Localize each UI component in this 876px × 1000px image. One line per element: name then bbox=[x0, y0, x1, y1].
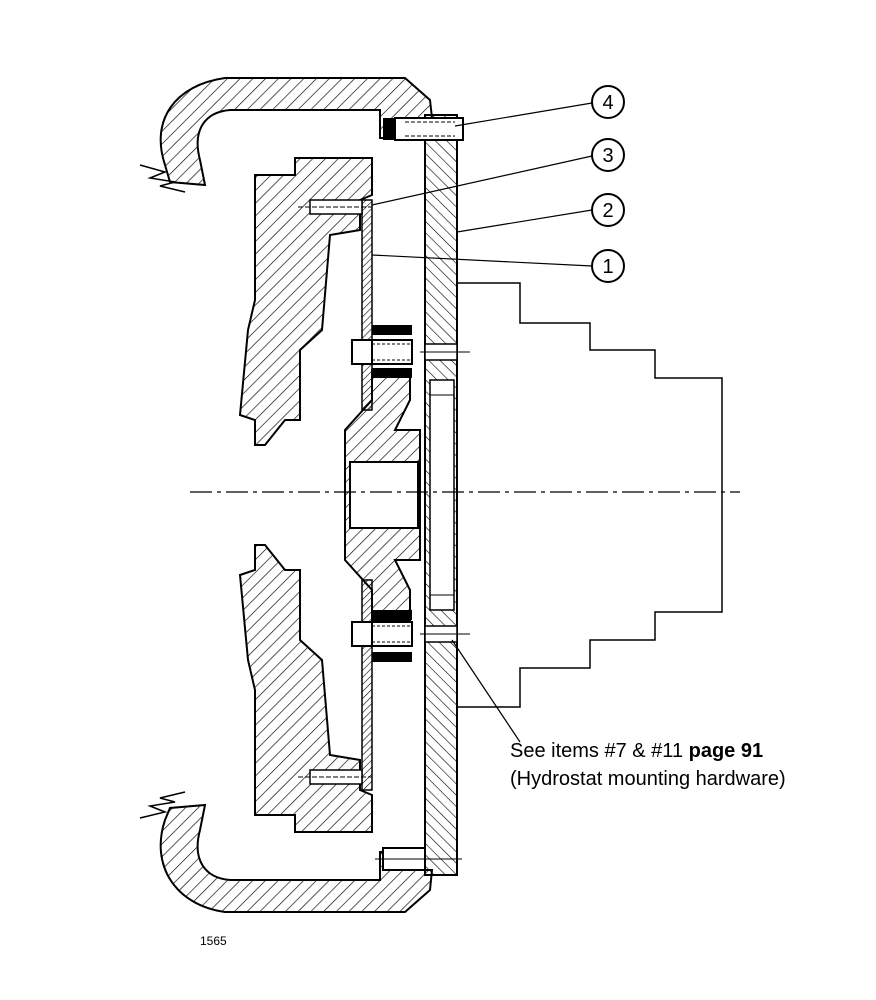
callout-number-3: 3 bbox=[602, 145, 613, 167]
dowel-pin-lower bbox=[298, 769, 372, 785]
flywheel-upper-half bbox=[238, 157, 373, 446]
callout-balloon-1: 1 bbox=[591, 249, 625, 283]
coupler-hub bbox=[344, 369, 421, 621]
callout-balloon-2: 2 bbox=[591, 193, 625, 227]
hydrostat-pump-outline bbox=[457, 282, 723, 708]
bolt-lower bbox=[351, 621, 470, 647]
figure-number: 1565 bbox=[200, 934, 227, 948]
callout-balloon-4: 4 bbox=[591, 85, 625, 119]
flywheel-lower-half bbox=[238, 544, 373, 833]
callout-number-1: 1 bbox=[602, 256, 613, 278]
plate-bolt-upper bbox=[383, 117, 464, 141]
rubber-damper-lower bbox=[372, 610, 412, 662]
dowel-pin-upper bbox=[298, 199, 372, 215]
mounting-plate bbox=[424, 114, 458, 876]
reference-note-line-2: (Hydrostat mounting hardware) bbox=[510, 768, 786, 790]
bolt-upper bbox=[351, 339, 470, 365]
callout-balloon-3: 3 bbox=[591, 138, 625, 172]
rubber-damper-upper bbox=[372, 325, 412, 378]
callout-number-2: 2 bbox=[602, 200, 613, 222]
callout-number-4: 4 bbox=[602, 92, 613, 114]
reference-note-page: page 91 bbox=[689, 740, 763, 762]
reference-note-prefix: See items #7 & #11 bbox=[510, 740, 689, 762]
reference-note-line-1: See items #7 & #11 page 91 bbox=[510, 740, 763, 762]
callout-leader-lines bbox=[371, 102, 593, 743]
plate-bolt-lower bbox=[375, 847, 462, 871]
